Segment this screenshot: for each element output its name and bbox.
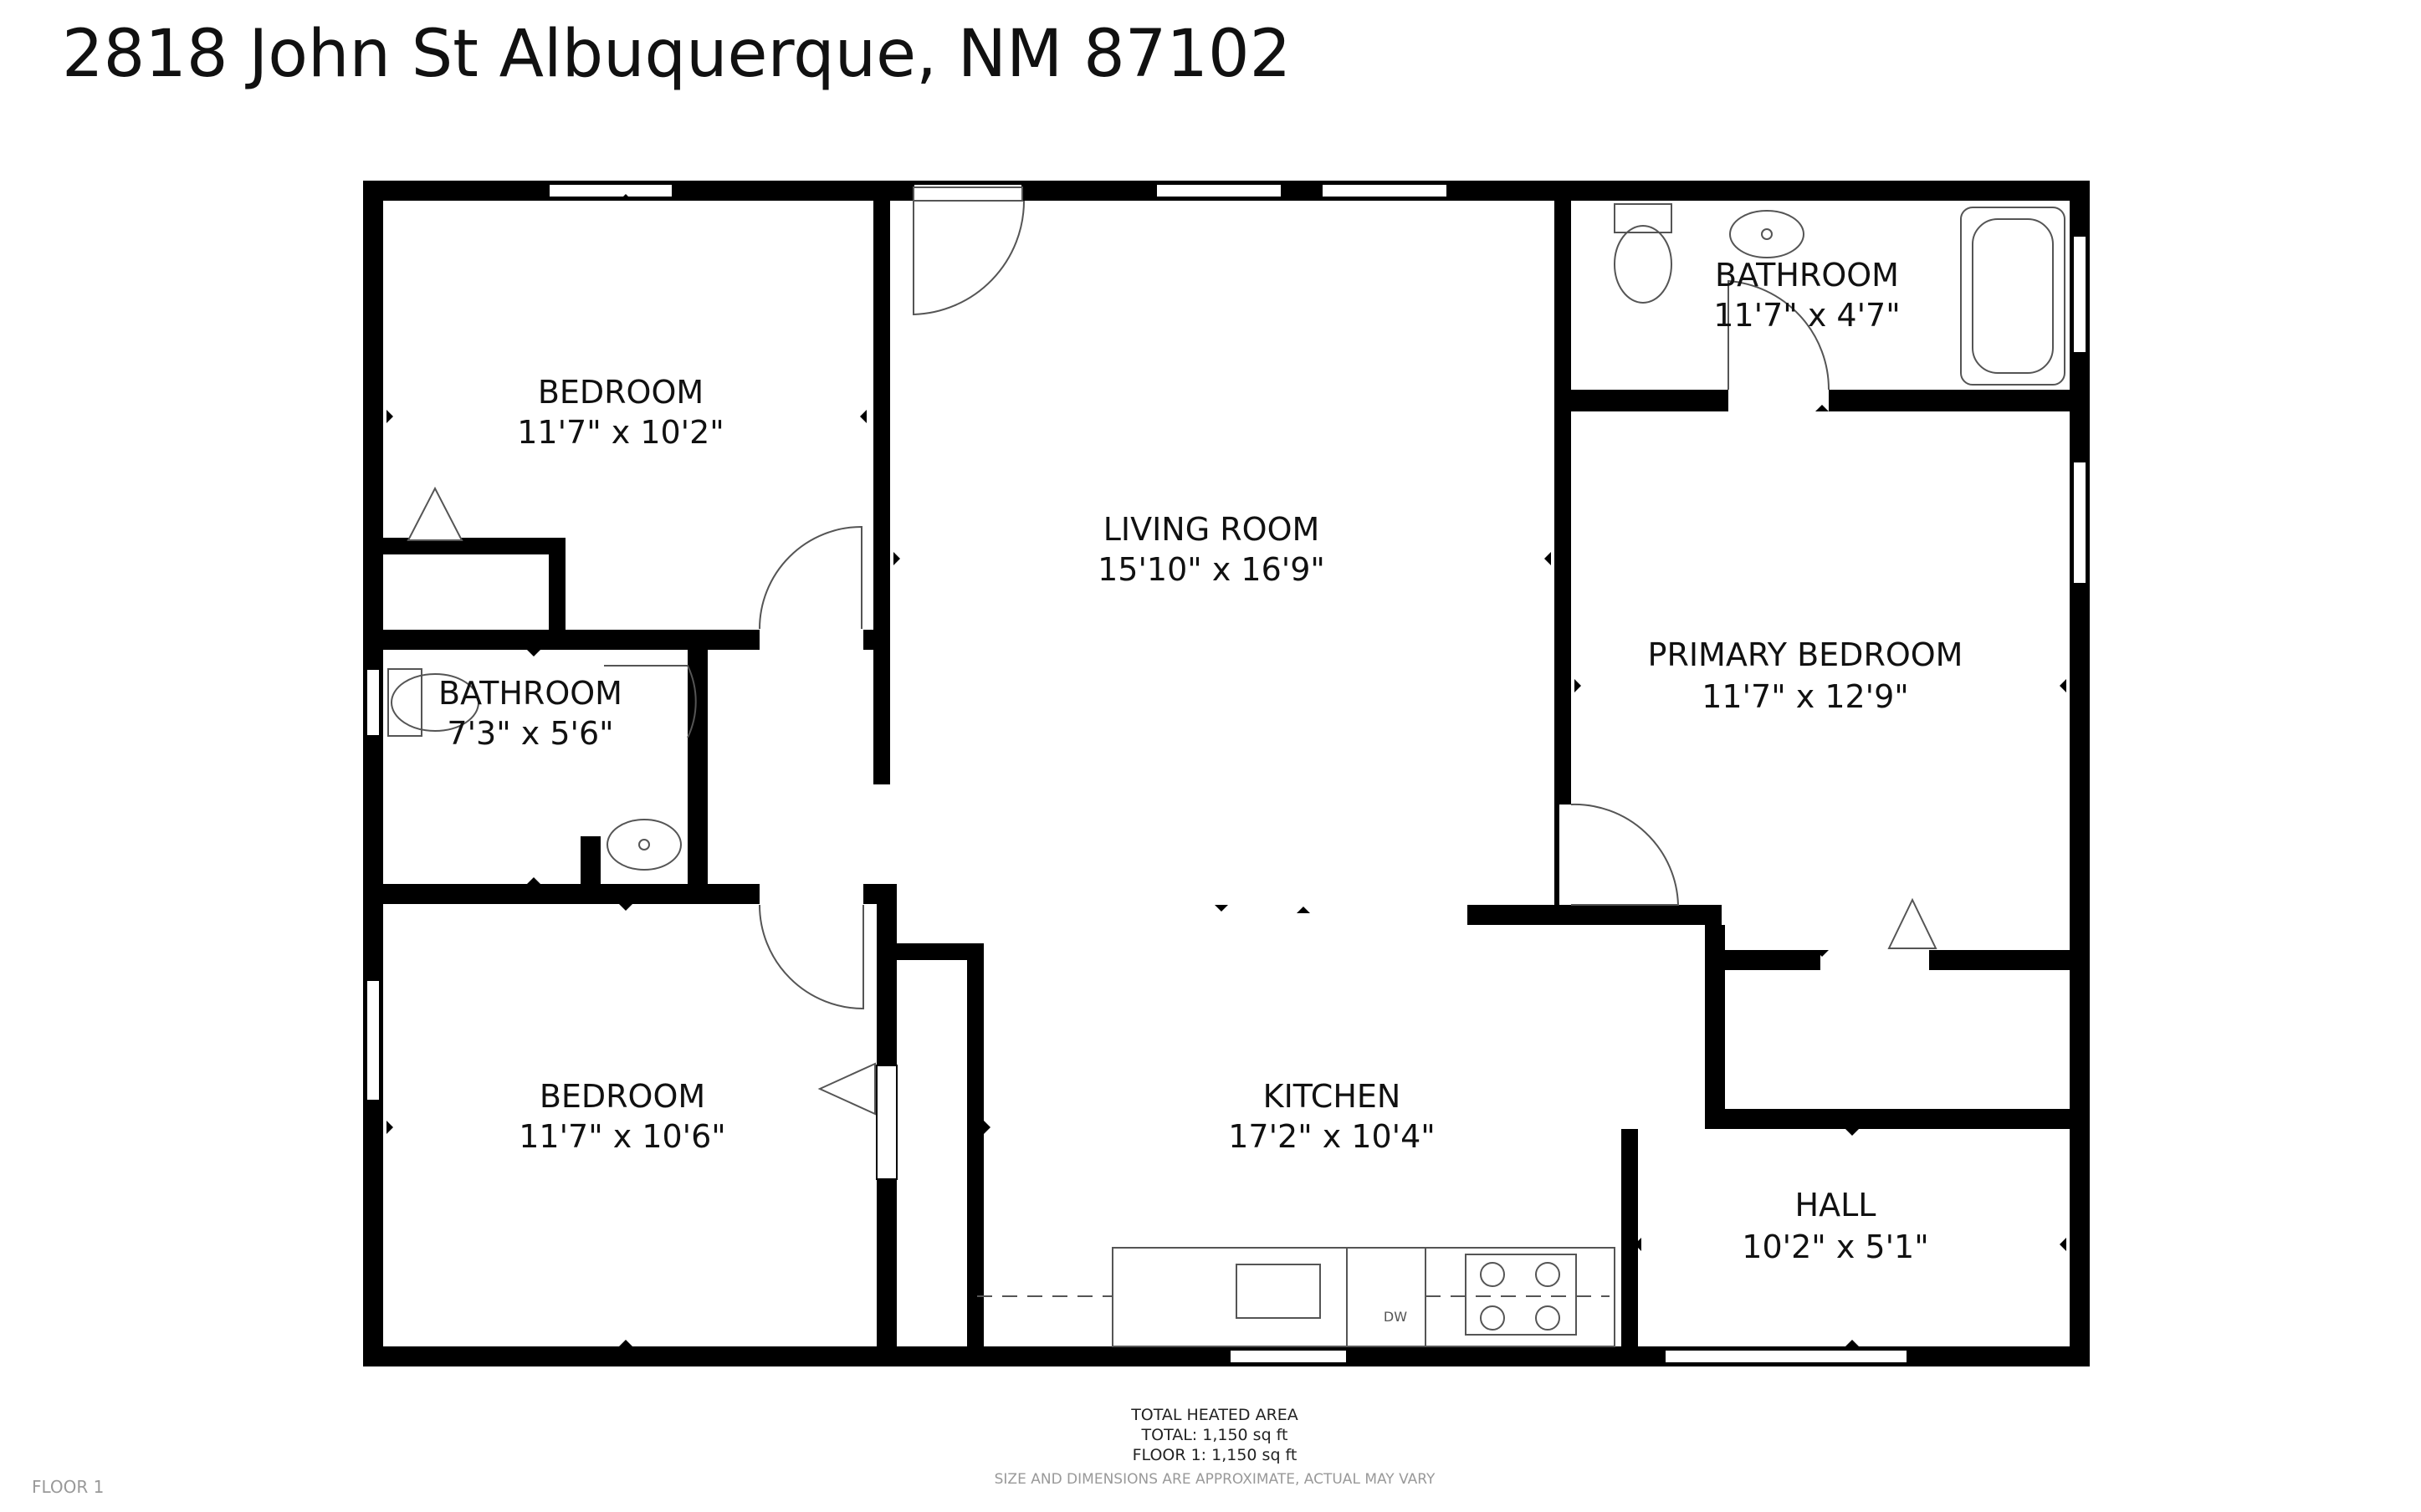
- room-name-bathroom-1: BATHROOM: [1715, 257, 1899, 294]
- room-dims-living-room: 15'10" x 16'9": [1098, 551, 1325, 588]
- room-dims-primary-bedroom: 11'7" x 12'9": [1702, 678, 1909, 715]
- area-total: TOTAL: 1,150 sq ft: [1141, 1426, 1288, 1444]
- area-heading: TOTAL HEATED AREA: [1130, 1406, 1298, 1424]
- dimension-marks: [386, 194, 2066, 1346]
- bathroom-fixtures: [387, 203, 2065, 871]
- room-name-living-room: LIVING ROOM: [1103, 511, 1320, 548]
- room-dims-bathroom-1: 11'7" x 4'7": [1713, 297, 1900, 334]
- property-address: 2818 John St Albuquerque, NM 87102: [62, 17, 1292, 92]
- closet-markers: [407, 486, 1937, 1116]
- room-name-kitchen: KITCHEN: [1263, 1078, 1401, 1115]
- room-dims-bathroom-2: 7'3" x 5'6": [447, 715, 613, 752]
- floor-label: FLOOR 1: [32, 1477, 105, 1497]
- room-name-bedroom-1: BEDROOM: [538, 374, 704, 411]
- doors: [604, 186, 1929, 1010]
- area-summary: TOTAL HEATED AREA TOTAL: 1,150 sq ft FLO…: [995, 1406, 1436, 1488]
- kitchen-fixtures: [977, 1247, 1615, 1347]
- disclaimer: SIZE AND DIMENSIONS ARE APPROXIMATE, ACT…: [995, 1471, 1436, 1488]
- area-floor-1: FLOOR 1: 1,150 sq ft: [1133, 1446, 1298, 1464]
- room-dims-bedroom-2: 11'7" x 10'6": [519, 1118, 726, 1155]
- room-dims-kitchen: 17'2" x 10'4": [1228, 1118, 1436, 1155]
- room-dims-bedroom-1: 11'7" x 10'2": [517, 414, 724, 451]
- room-dims-hall: 10'2" x 5'1": [1742, 1228, 1928, 1265]
- dishwasher-label: DW: [1384, 1309, 1407, 1325]
- room-name-bedroom-2: BEDROOM: [540, 1078, 705, 1115]
- room-name-hall: HALL: [1795, 1187, 1876, 1223]
- room-labels: BEDROOM 11'7" x 10'2" LIVING ROOM 15'10"…: [438, 257, 1963, 1265]
- room-name-bathroom-2: BATHROOM: [438, 675, 622, 712]
- room-name-primary-bedroom: PRIMARY BEDROOM: [1648, 636, 1963, 673]
